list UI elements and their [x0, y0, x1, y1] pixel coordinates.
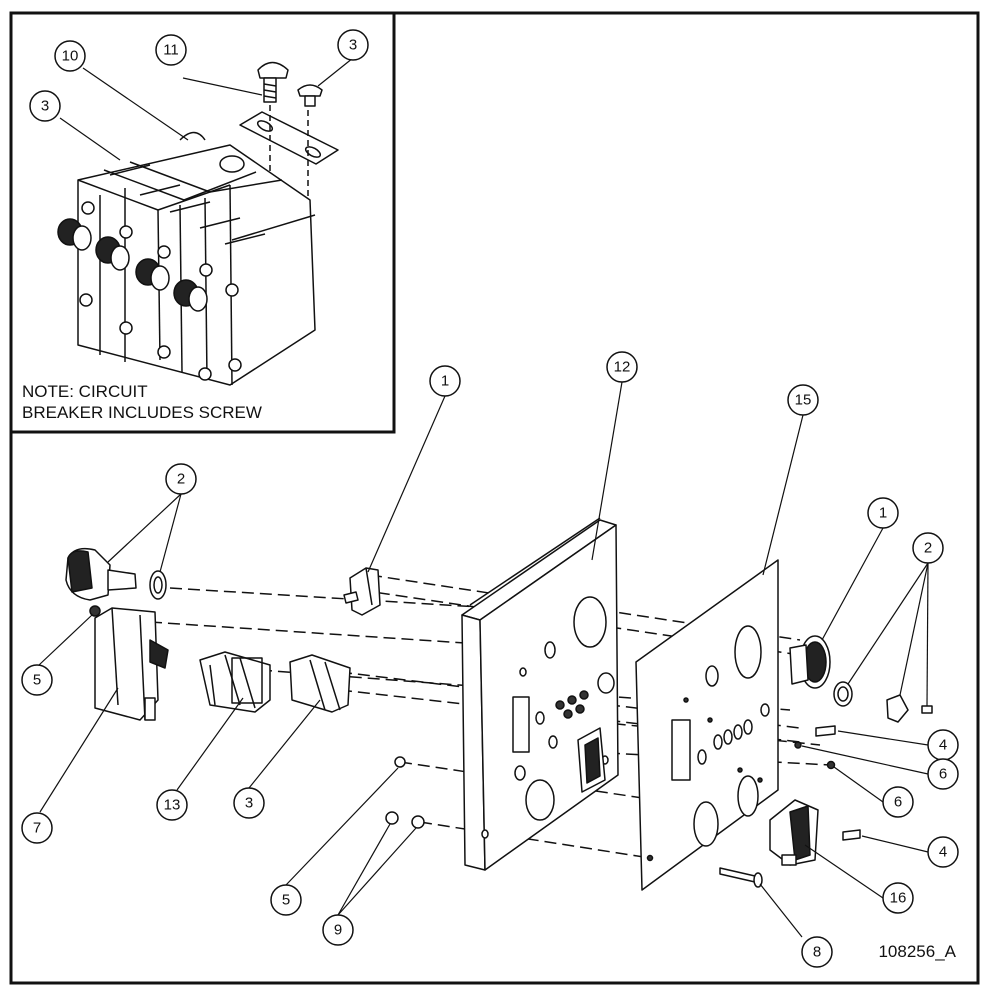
svg-text:1: 1: [441, 373, 449, 390]
nut-6-upper: [794, 741, 802, 749]
svg-text:2: 2: [177, 471, 185, 488]
knob-assembly-left: [65, 547, 167, 601]
callout-3: 3: [233, 787, 265, 819]
document-number: 108256_A: [878, 942, 956, 961]
svg-text:16: 16: [890, 890, 907, 907]
callout-1-left: 1: [429, 365, 461, 397]
svg-text:4: 4: [939, 737, 947, 754]
main-exploded-view: [38, 57, 933, 938]
callout-16: 16: [882, 882, 914, 914]
panel-12: [461, 517, 619, 871]
svg-text:11: 11: [163, 42, 179, 59]
cap-2-right: [886, 694, 933, 723]
breaker-13: [199, 651, 271, 713]
svg-text:6: 6: [939, 766, 947, 783]
callout-5-bottom: 5: [270, 884, 302, 916]
svg-text:13: 13: [164, 797, 181, 814]
callout-9: 9: [322, 914, 354, 946]
svg-text:3: 3: [41, 98, 49, 115]
nut-5-bottom: [394, 756, 406, 768]
callout-2-left: 2: [165, 463, 197, 495]
nut-9-b: [411, 815, 425, 829]
svg-text:3: 3: [245, 795, 253, 812]
callout-inset-11: 11: [155, 34, 187, 66]
inset-breaker-assembly: [57, 61, 339, 386]
receptacle-16: [769, 799, 819, 866]
long-screw-8: [719, 867, 763, 888]
svg-text:1: 1: [879, 505, 887, 522]
note-line-2: BREAKER INCLUDES SCREW: [22, 403, 262, 422]
callout-6-lower: 6: [882, 786, 914, 818]
breaker-7: [94, 607, 169, 721]
note-line-1: NOTE: CIRCUIT: [22, 382, 148, 401]
svg-text:15: 15: [795, 392, 812, 409]
inset-frame: [9, 11, 396, 434]
callout-4-upper: 4: [927, 729, 959, 761]
callout-12: 12: [606, 351, 638, 383]
svg-text:3: 3: [349, 37, 357, 54]
callout-6-upper: 6: [927, 758, 959, 790]
svg-text:9: 9: [334, 922, 342, 939]
callout-inset-3-left: 3: [29, 90, 61, 122]
svg-text:2: 2: [924, 540, 932, 557]
callout-inset-3-top: 3: [337, 29, 369, 61]
screw-4-upper: [815, 725, 836, 737]
callout-13: 13: [156, 789, 188, 821]
receptacle-1-right: [789, 635, 831, 689]
panel-15: [635, 559, 779, 891]
svg-text:12: 12: [614, 359, 631, 376]
svg-text:5: 5: [282, 892, 290, 909]
leader-lines: [38, 57, 929, 938]
callout-7: 7: [21, 812, 53, 844]
callout-1-right: 1: [867, 497, 899, 529]
svg-text:6: 6: [894, 794, 902, 811]
nut-9-a: [385, 811, 399, 825]
callout-5-left: 5: [21, 664, 53, 696]
callout-4-lower: 4: [927, 836, 959, 868]
svg-text:7: 7: [33, 820, 41, 837]
callout-8: 8: [801, 936, 833, 968]
screw-4-lower: [842, 829, 861, 841]
callout-2-right: 2: [912, 532, 944, 564]
breaker-3: [289, 654, 351, 713]
handle-1-left: [343, 567, 381, 616]
svg-text:10: 10: [62, 48, 79, 65]
receptacle-on-panel: [577, 727, 606, 793]
callouts: 11 3 10 3 1 12 15 1 2 2 5 7 13 3 5 9 4 6…: [21, 29, 959, 968]
outer-frame: [9, 11, 980, 985]
svg-text:8: 8: [813, 944, 821, 961]
callout-15: 15: [787, 384, 819, 416]
nut-5-left: [89, 605, 101, 617]
svg-text:5: 5: [33, 672, 41, 689]
svg-text:4: 4: [939, 844, 947, 861]
nut-6-lower: [826, 760, 836, 770]
callout-inset-10: 10: [54, 40, 86, 72]
